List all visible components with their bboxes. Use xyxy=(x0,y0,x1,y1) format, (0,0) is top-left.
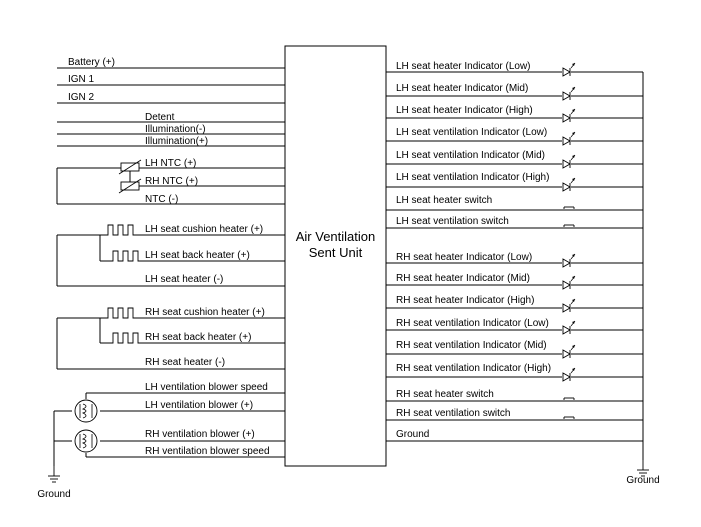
label-rh-vent-mid: RH seat ventilation Indicator (Mid) xyxy=(396,340,547,351)
rh-cushion-heating-element-icon xyxy=(99,307,137,319)
label-lh-heater-switch: LH seat heater switch xyxy=(396,195,492,206)
lh-heater-mid-led-icon xyxy=(562,86,576,101)
rh-vent-mid-led-icon xyxy=(562,344,576,359)
rh-heater-high-led-icon xyxy=(562,298,576,313)
label-ground-pin: Ground xyxy=(396,429,429,440)
rh-blower-motor-icon xyxy=(74,429,98,453)
rh-heater-low-led-icon xyxy=(562,253,576,268)
label-lh-vent-high: LH seat ventilation Indicator (High) xyxy=(396,172,549,183)
right-connections: LH seat heater Indicator (Low) LH seat h… xyxy=(386,61,660,486)
rh-vent-high-led-icon xyxy=(562,367,576,382)
right-ground-icon xyxy=(636,459,650,477)
label-rh-heater-low: RH seat heater Indicator (Low) xyxy=(396,252,532,263)
label-rh-heater-switch: RH seat heater switch xyxy=(396,389,494,400)
label-rh-vent-high: RH seat ventilation Indicator (High) xyxy=(396,363,551,374)
lh-heater-low-led-icon xyxy=(562,62,576,77)
label-rh-back-heater: RH seat back heater (+) xyxy=(145,332,251,343)
rh-heater-push-switch-icon xyxy=(559,397,579,402)
label-lh-heater-high: LH seat heater Indicator (High) xyxy=(396,105,533,116)
label-illumination-plus: Illumination(+) xyxy=(145,136,208,147)
label-lh-vent-low: LH seat ventilation Indicator (Low) xyxy=(396,127,547,138)
rh-ntc-thermistor-icon xyxy=(118,178,142,194)
label-rh-heater-high: RH seat heater Indicator (High) xyxy=(396,295,534,306)
label-rh-ntc: RH NTC (+) xyxy=(145,176,198,187)
label-lh-cushion-heater: LH seat cushion heater (+) xyxy=(145,224,263,235)
label-lh-back-heater: LH seat back heater (+) xyxy=(145,250,250,261)
rh-vent-push-switch-icon xyxy=(559,416,579,421)
lh-vent-high-led-icon xyxy=(562,177,576,192)
label-lh-heater-minus: LH seat heater (-) xyxy=(145,274,223,285)
label-lh-heater-mid: LH seat heater Indicator (Mid) xyxy=(396,83,528,94)
label-lh-heater-low: LH seat heater Indicator (Low) xyxy=(396,61,531,72)
lh-vent-low-led-icon xyxy=(562,131,576,146)
label-rh-blower-speed: RH ventilation blower speed xyxy=(145,446,270,457)
label-lh-ntc: LH NTC (+) xyxy=(145,158,196,169)
label-rh-heater-minus: RH seat heater (-) xyxy=(145,357,225,368)
lh-ntc-thermistor-icon xyxy=(118,159,142,175)
label-left-ground: Ground xyxy=(37,489,70,500)
label-lh-vent-switch: LH seat ventilation switch xyxy=(396,216,509,227)
rh-heater-mid-led-icon xyxy=(562,275,576,290)
label-ign2: IGN 2 xyxy=(68,92,95,103)
rh-vent-low-led-icon xyxy=(562,320,576,335)
lh-heater-push-switch-icon xyxy=(559,206,579,211)
lh-vent-mid-led-icon xyxy=(562,154,576,169)
label-lh-blower-plus: LH ventilation blower (+) xyxy=(145,400,253,411)
label-ntc-minus: NTC (-) xyxy=(145,194,178,205)
label-ign1: IGN 1 xyxy=(68,74,95,85)
label-rh-cushion-heater: RH seat cushion heater (+) xyxy=(145,307,265,318)
label-rh-vent-switch: RH seat ventilation switch xyxy=(396,408,511,419)
rh-back-heating-element-icon xyxy=(104,332,142,344)
lh-blower-motor-icon xyxy=(74,399,98,423)
unit-title-line2: Sent Unit xyxy=(309,245,363,260)
unit-title-line1: Air Ventilation xyxy=(296,229,376,244)
lh-back-heating-element-icon xyxy=(104,250,142,262)
lh-vent-push-switch-icon xyxy=(559,224,579,229)
left-connections: Battery (+) IGN 1 IGN 2 Detent Illuminat… xyxy=(37,57,285,500)
label-rh-heater-mid: RH seat heater Indicator (Mid) xyxy=(396,273,530,284)
label-rh-vent-low: RH seat ventilation Indicator (Low) xyxy=(396,318,549,329)
control-unit-box xyxy=(284,45,387,467)
lh-heater-high-led-icon xyxy=(562,108,576,123)
label-battery: Battery (+) xyxy=(68,57,115,68)
lh-cushion-heating-element-icon xyxy=(99,224,137,236)
label-rh-blower-plus: RH ventilation blower (+) xyxy=(145,429,255,440)
label-detent: Detent xyxy=(145,112,175,123)
label-right-ground: Ground xyxy=(626,475,659,486)
left-ground-icon xyxy=(47,465,61,483)
label-lh-vent-mid: LH seat ventilation Indicator (Mid) xyxy=(396,150,545,161)
label-illumination-minus: Illumination(-) xyxy=(145,124,206,135)
label-lh-blower-speed: LH ventilation blower speed xyxy=(145,382,268,393)
